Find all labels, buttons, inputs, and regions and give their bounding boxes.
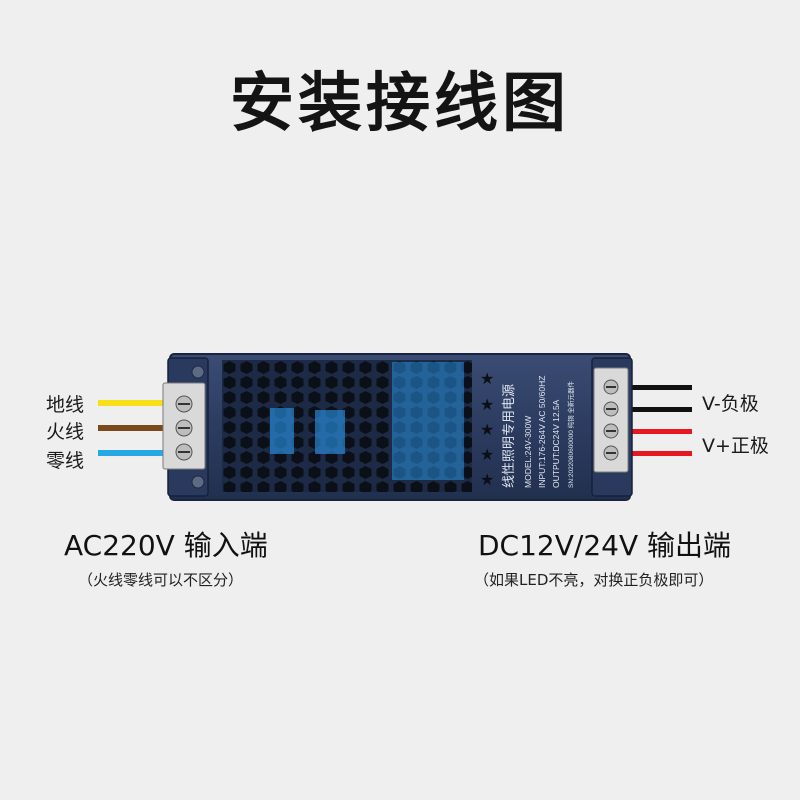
svg-text:★: ★: [480, 395, 494, 414]
page-title: 安装接线图: [230, 67, 570, 141]
input-caption: AC220V 输入端: [64, 529, 268, 562]
negative-wire-2: [626, 407, 692, 412]
svg-text:MODEL:24V-300W: MODEL:24V-300W: [523, 416, 533, 488]
input-terminal-block: [162, 382, 206, 470]
svg-text:★: ★: [480, 445, 494, 464]
svg-text:★: ★: [480, 369, 494, 388]
wire-label-positive: V+正极: [702, 435, 769, 457]
wire-label-ground: 地线: [46, 394, 85, 416]
svg-text:线性照明专用电源: 线性照明专用电源: [501, 384, 516, 488]
svg-text:★: ★: [480, 420, 494, 439]
wire-label-neutral: 零线: [46, 450, 85, 472]
svg-text:★: ★: [480, 470, 494, 489]
output-wires: [626, 385, 692, 456]
output-terminal-block: [593, 367, 629, 473]
negative-wire-1: [626, 385, 692, 390]
output-note: （如果LED不亮，对换正负极即可）: [474, 571, 714, 589]
neutral-wire: [98, 450, 172, 456]
live-wire: [98, 425, 172, 431]
power-supply: ★ ★ ★ ★ ★ 线性照明专用电源 MODEL:24V-300W INPUT:…: [167, 353, 633, 501]
device-label: 线性照明专用电源 MODEL:24V-300W INPUT:176-264V A…: [501, 376, 575, 488]
svg-text:OUTPUT:DC24V 12.5A: OUTPUT:DC24V 12.5A: [551, 399, 561, 488]
positive-wire-1: [626, 429, 692, 434]
svg-text:SN:2022080600000 纯铜 全新元器件: SN:2022080600000 纯铜 全新元器件: [566, 381, 575, 488]
positive-wire-2: [626, 451, 692, 456]
input-note: （火线零线可以不区分）: [78, 571, 244, 589]
svg-text:INPUT:176-264V AC 50/60HZ: INPUT:176-264V AC 50/60HZ: [537, 376, 547, 488]
ground-wire: [98, 400, 172, 406]
stars: ★ ★ ★ ★ ★: [480, 369, 494, 489]
output-caption: DC12V/24V 输出端: [478, 529, 732, 562]
wire-label-negative: V-负极: [702, 393, 759, 415]
input-wires: [98, 400, 172, 456]
wire-label-live: 火线: [46, 421, 85, 443]
